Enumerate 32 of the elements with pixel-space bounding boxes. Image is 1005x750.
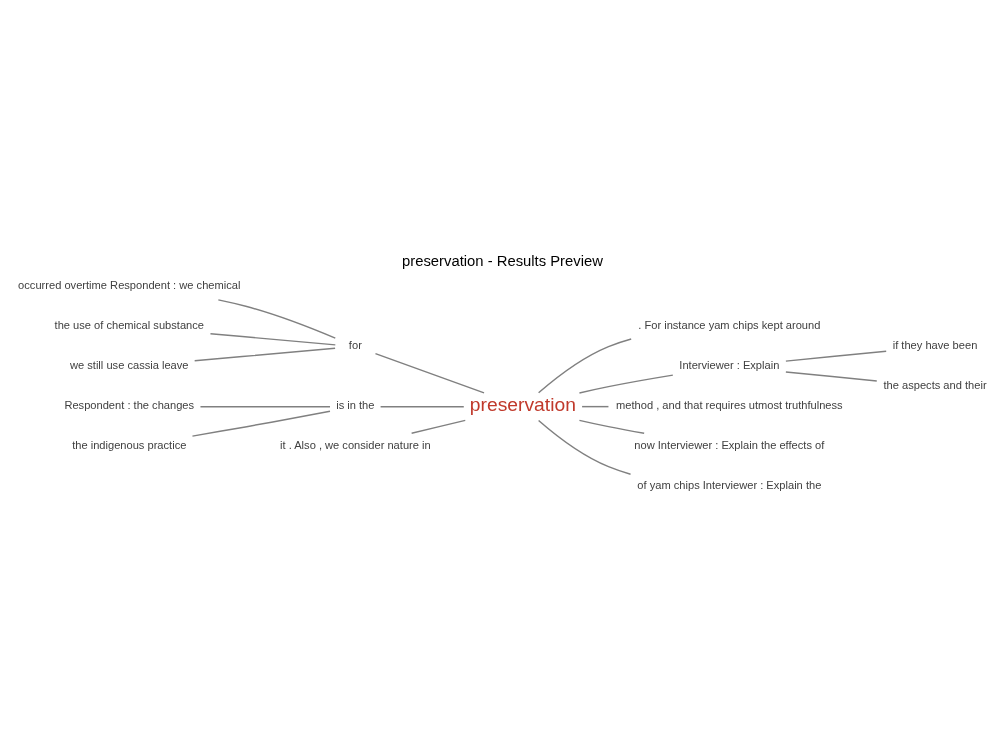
node-text: we still use cassia leave — [69, 358, 189, 371]
node-text: . For instance yam chips kept around — [638, 318, 821, 331]
connector — [785, 370, 878, 382]
connector — [410, 419, 466, 434]
node-text: the use of chemical substance — [54, 318, 204, 331]
connector — [379, 405, 465, 407]
connector — [191, 410, 331, 437]
node-text: preservation — [469, 393, 576, 415]
connector — [217, 298, 337, 339]
connector — [374, 352, 485, 394]
connector — [581, 405, 610, 407]
node-text: it . Also , we consider nature in — [280, 438, 431, 451]
connector — [193, 347, 336, 362]
node-text: now Interviewer : Explain the effects of — [634, 438, 825, 451]
node-text: method , and that requires utmost truthfulness — [616, 398, 843, 411]
node-text: is in the — [336, 398, 375, 411]
node-text: Respondent : the changes — [64, 398, 195, 411]
node-text: occurred overtime Respondent : we chemical — [18, 278, 241, 291]
connector — [537, 419, 632, 475]
node-text: if they have been — [892, 338, 978, 351]
diagram-title: preservation - Results Preview — [402, 252, 603, 269]
node-text: of yam chips Interviewer : Explain the — [637, 478, 822, 491]
node-text: the indigenous practice — [72, 438, 187, 451]
node-text: for — [348, 338, 362, 351]
node-text: Interviewer : Explain — [679, 358, 780, 371]
connector — [578, 419, 645, 434]
connector — [578, 373, 674, 394]
connector — [209, 332, 337, 346]
node-text: the aspects and their — [883, 378, 987, 391]
connector — [785, 350, 887, 362]
connector — [537, 337, 632, 394]
connector — [199, 405, 331, 407]
